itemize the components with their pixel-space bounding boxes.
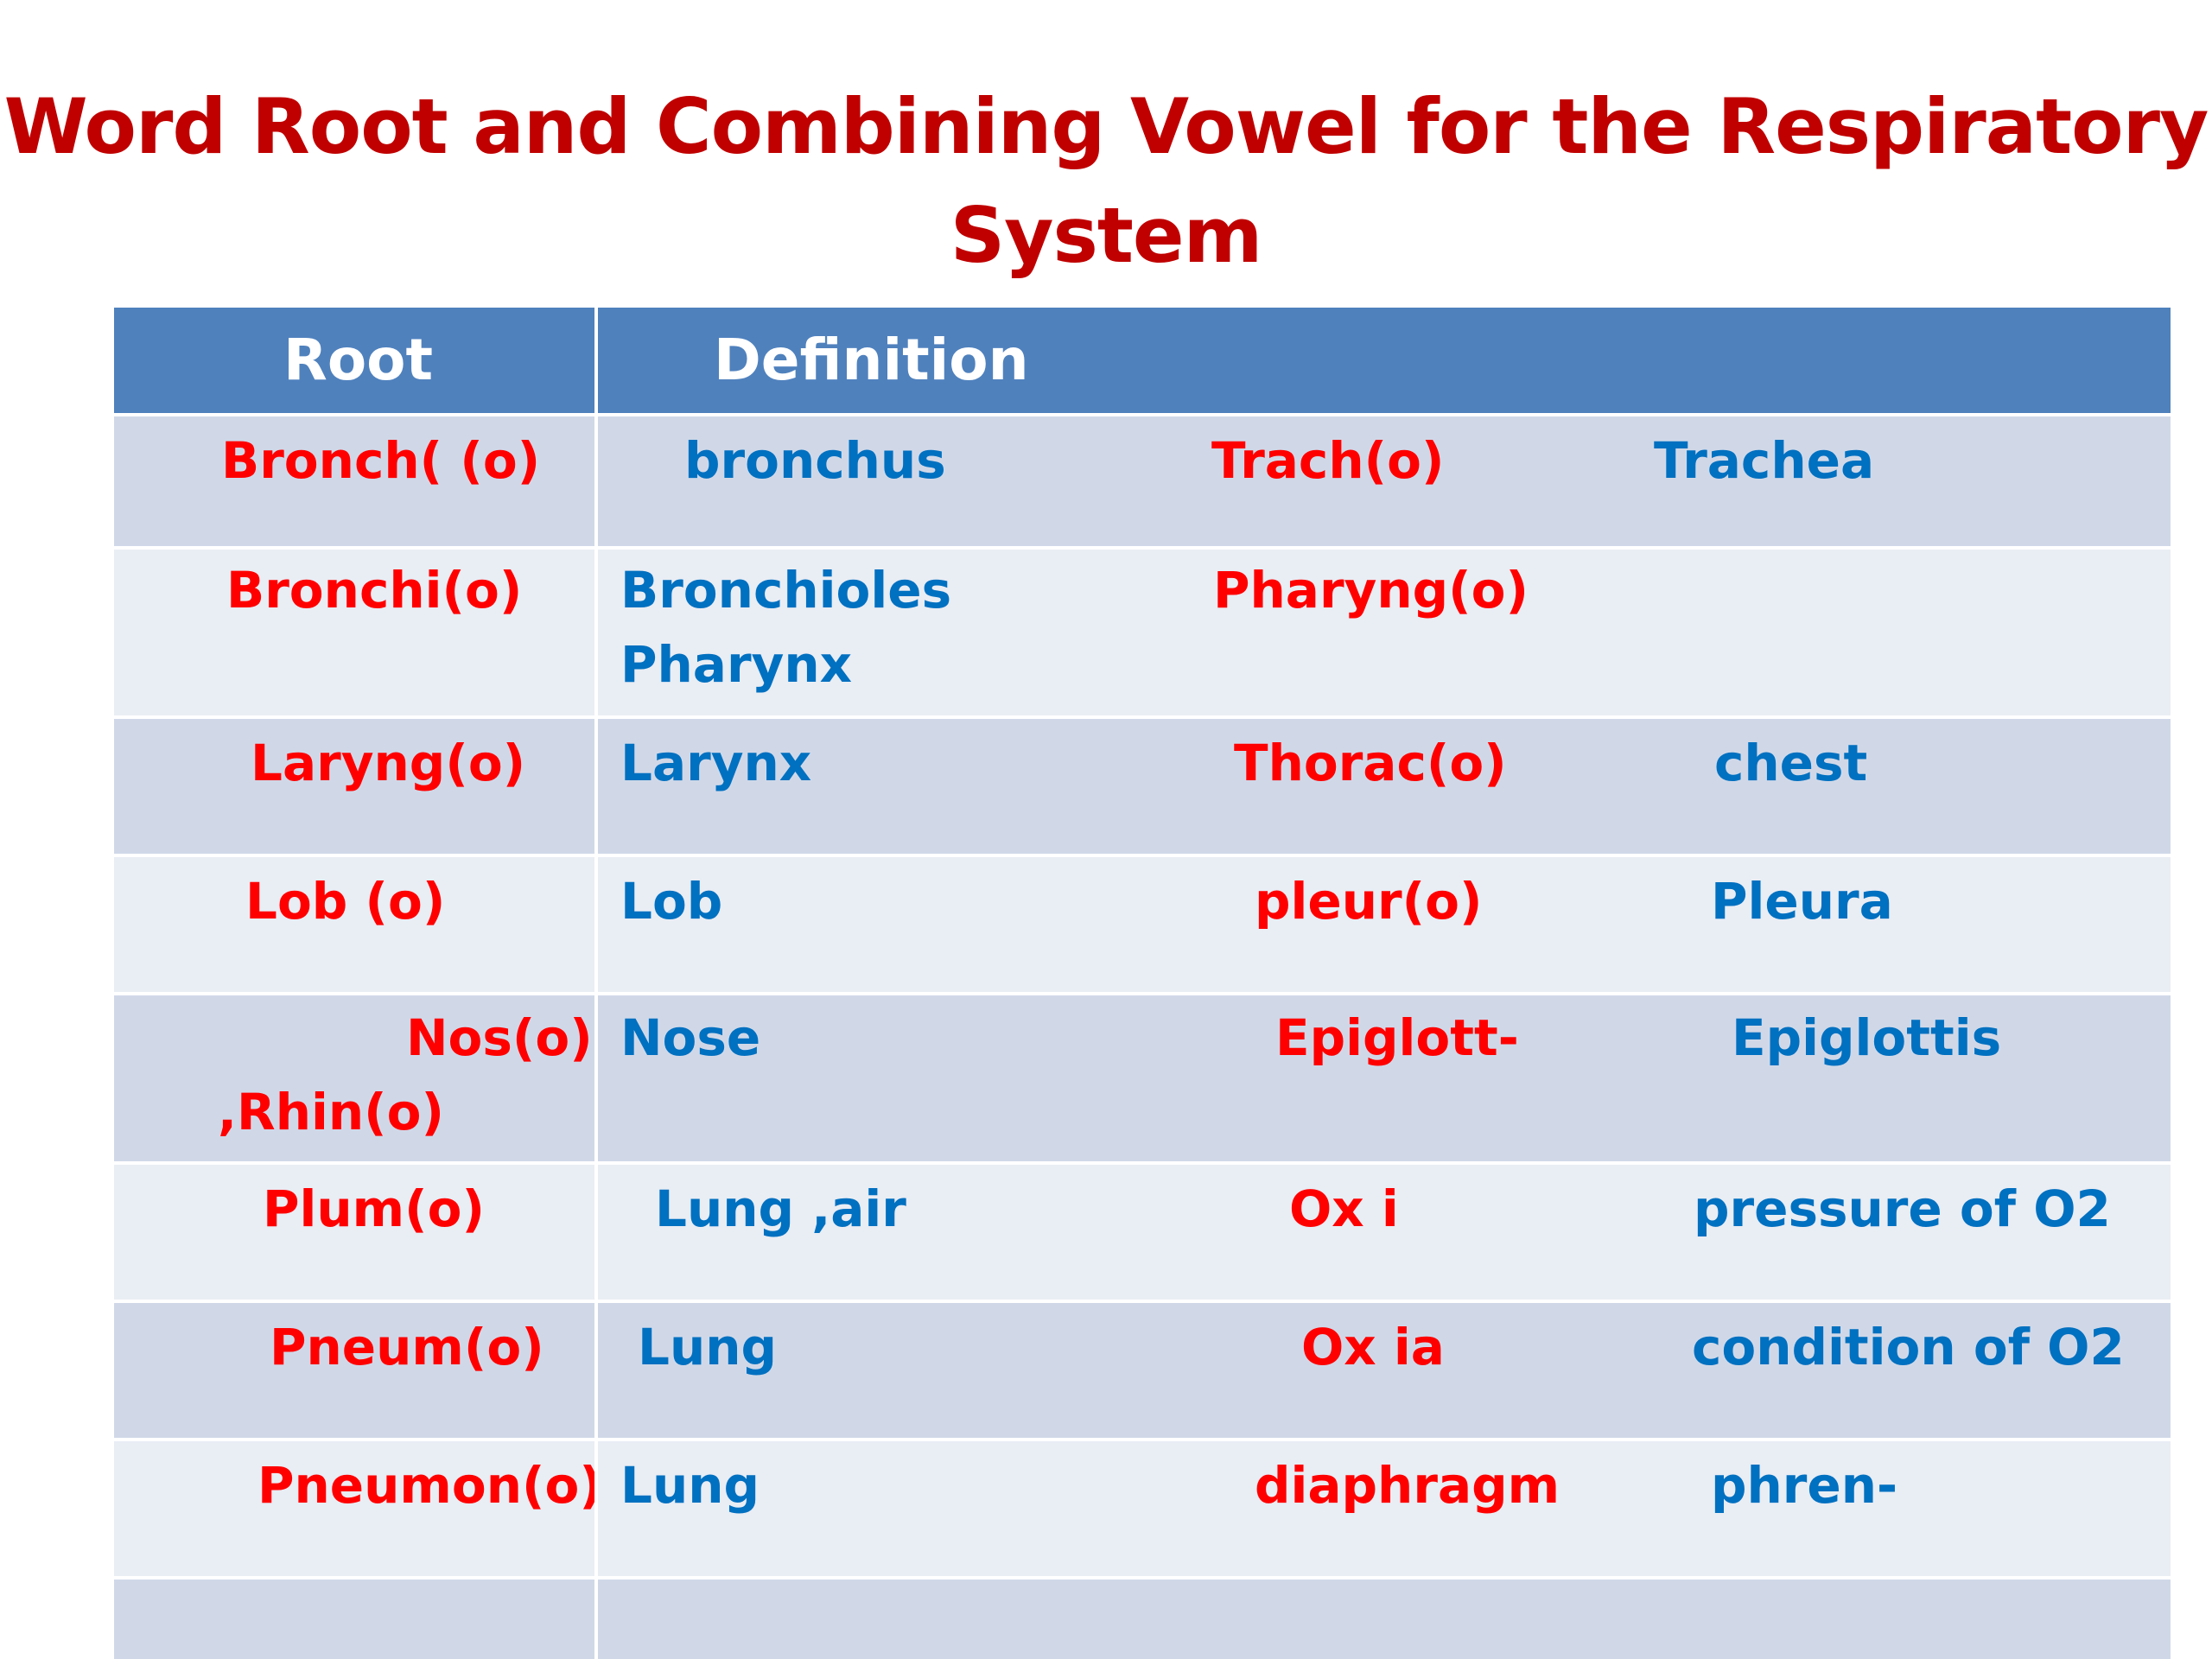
root-cell: Pneumon(o) [257, 1456, 602, 1515]
header-definition: Definition [714, 327, 1029, 393]
root-cell: Plum(o) [263, 1179, 485, 1238]
root-cell: Pneum(o) [270, 1318, 544, 1376]
root-cell: Bronchi(o) [226, 561, 523, 620]
definition-cell: Epiglottis [1732, 1008, 2002, 1067]
root-cell: Epiglott- [1275, 1008, 1519, 1067]
root-cell: pleur(o) [1255, 872, 1483, 931]
table-header-row: Root Definition [114, 308, 2171, 416]
definition-cell: chest [1714, 734, 1868, 792]
root-cell: Laryng(o) [251, 734, 526, 792]
column-divider [594, 308, 598, 1659]
definition-cell: bronchus [684, 431, 946, 490]
root-cell: Pharyng(o) [1213, 561, 1529, 620]
definition-cell: phren- [1711, 1456, 1898, 1515]
definition-cell: Larynx [620, 734, 812, 792]
header-root: Root [283, 327, 434, 393]
definition-cell: condition of O2 [1692, 1318, 2125, 1376]
title-line-2: System [950, 191, 1263, 280]
definition-cell: Pleura [1711, 872, 1893, 931]
root-cell: Thorac(o) [1234, 734, 1507, 792]
table-row: Lob (o) Lob pleur(o) Pleura [114, 857, 2171, 995]
table-row [114, 1580, 2171, 1659]
table-row: Pneumon(o) Lung diaphragm phren- [114, 1441, 2171, 1580]
table-row: Plum(o) Lung ,air Ox i pressure of O2 [114, 1165, 2171, 1303]
definition-cell: Lung ,air [655, 1179, 906, 1238]
definition-cell: Lung [620, 1456, 760, 1515]
table-row: Bronchi(o) Bronchioles Pharynx Pharyng(o… [114, 550, 2171, 719]
definition-cell: Pharynx [620, 635, 853, 694]
definition-cell: pressure of O2 [1694, 1179, 2111, 1238]
root-cell: Trach(o) [1211, 431, 1445, 490]
root-cell: Lob (o) [245, 872, 446, 931]
definition-cell: Bronchioles [620, 561, 952, 620]
definition-cell: Lob [620, 872, 723, 931]
table-row: Pneum(o) Lung Ox ia condition of O2 [114, 1303, 2171, 1441]
root-cell: diaphragm [1255, 1456, 1560, 1515]
root-cell: Nos(o) [406, 1008, 593, 1067]
definition-cell: Nose [620, 1008, 761, 1067]
root-cell: Ox ia [1301, 1318, 1445, 1376]
word-root-table: Root Definition Bronch( (o) bronchus Tra… [114, 308, 2171, 1659]
table-row: Bronch( (o) bronchus Trach(o) Trachea [114, 416, 2171, 550]
table-row: Nos(o) ,Rhin(o) Nose Epiglott- Epiglotti… [114, 995, 2171, 1165]
page-title: Word Root and Combining Vowel for the Re… [0, 73, 2212, 290]
definition-cell: Lung [638, 1318, 778, 1376]
root-cell: Ox i [1289, 1179, 1399, 1238]
root-cell: Bronch( (o) [221, 431, 541, 490]
root-cell: ,Rhin(o) [218, 1083, 445, 1141]
table-row: Laryng(o) Larynx Thorac(o) chest [114, 719, 2171, 857]
definition-cell: Trachea [1654, 431, 1875, 490]
title-line-1: Word Root and Combining Vowel for the Re… [3, 82, 2209, 171]
